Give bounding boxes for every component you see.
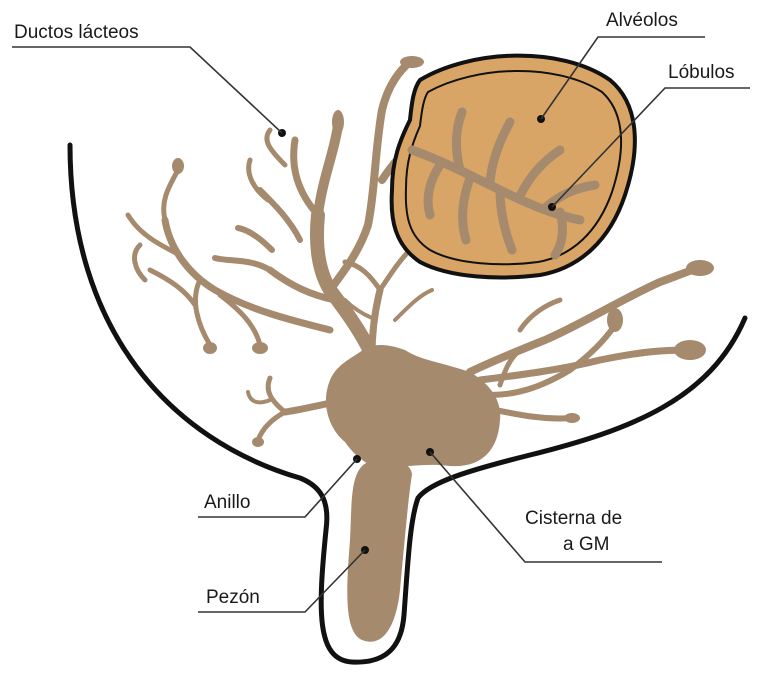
label-pezon: Pezón [206,587,260,609]
lobule [392,56,635,278]
leader-ductos [12,47,282,133]
gland-cistern [326,345,500,467]
label-cisterna-line2: a GM [525,534,622,556]
label-cisterna: Cisterna de a GM [525,508,622,556]
label-lobulos: Lóbulos [668,62,735,84]
label-ductos-lacteos: Ductos lácteos [14,22,139,44]
label-cisterna-line1: Cisterna de [525,508,622,530]
label-anillo: Anillo [204,492,250,514]
label-alveolos: Alvéolos [606,10,678,32]
